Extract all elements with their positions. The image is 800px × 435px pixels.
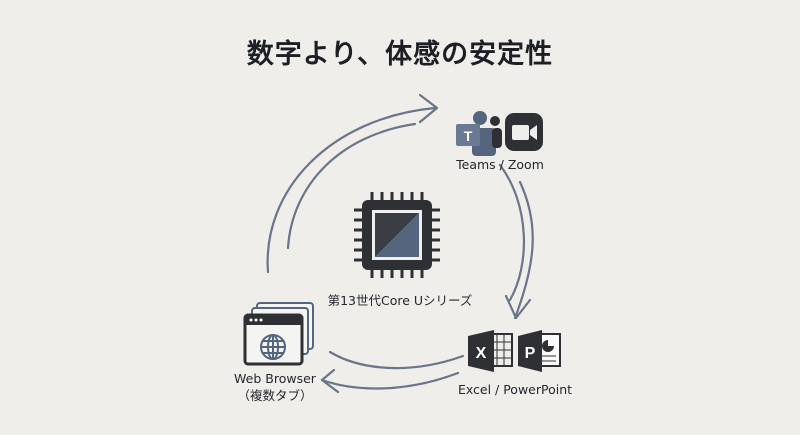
- center-label: 第13世代Core Uシリーズ: [327, 293, 473, 308]
- excel-icon: X: [468, 330, 513, 372]
- teams-icon: T: [456, 111, 502, 156]
- svg-text:P: P: [525, 345, 536, 362]
- globe-icon: [260, 334, 286, 360]
- browser-label-main: Web Browser: [234, 371, 316, 386]
- powerpoint-icon: P: [518, 330, 561, 372]
- arrow-browser-to-teams: [266, 93, 439, 274]
- browser-label-sub: （複数タブ）: [237, 388, 313, 403]
- browser-label: Web Browser （複数タブ）: [215, 370, 335, 404]
- svg-text:X: X: [476, 345, 487, 362]
- office-label: Excel / PowerPoint: [457, 382, 573, 397]
- zoom-icon: [505, 113, 543, 151]
- teams-zoom-label: Teams / Zoom: [456, 157, 544, 172]
- svg-text:T: T: [464, 128, 473, 144]
- page-title: 数字より、体感の安定性: [246, 39, 554, 70]
- arrow-teams-to-office: [498, 163, 534, 320]
- arrow-office-to-browser: [320, 350, 465, 394]
